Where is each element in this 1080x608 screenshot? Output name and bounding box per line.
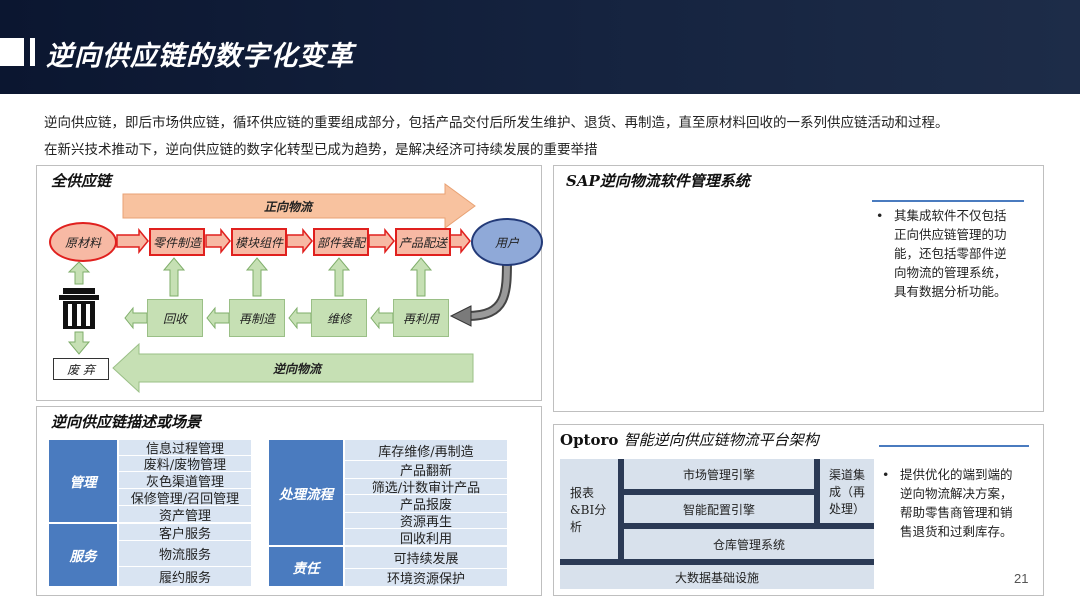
title-accent-line <box>30 38 35 66</box>
bullet-dot-icon: • <box>882 467 890 482</box>
reverse-logistics-arrow <box>112 342 474 394</box>
header-banner: 逆向供应链的数字化变革 <box>0 0 1080 94</box>
reverse-step-repair: 维修 <box>311 299 367 337</box>
arch-channel-integration: 渠道集 成（再 处理） <box>820 459 874 523</box>
category-management: 管理 <box>49 440 117 522</box>
category-responsibility: 责任 <box>269 547 343 586</box>
forward-logistics-arrow <box>122 183 476 229</box>
arrow-recycle-up <box>162 257 186 297</box>
reverse-logistics-label: 逆向物流 <box>272 361 321 376</box>
scenario-cell: 客户服务 <box>119 524 251 542</box>
arch-smart-engine: 智能配置引擎 <box>624 495 814 523</box>
page-title: 逆向供应链的数字化变革 <box>46 41 354 72</box>
forward-step-part-manufacturing: 零件制造 <box>149 228 205 256</box>
forward-step-assembly: 部件装配 <box>313 228 369 256</box>
scenario-cell: 筛选/计数审计产品 <box>345 479 507 496</box>
forward-step-delivery: 产品配送 <box>395 228 451 256</box>
arrow-reman-to-recycle <box>206 306 230 330</box>
title-accent-block <box>0 38 24 66</box>
intro-line-1: 逆向供应链，即后市场供应链，循环供应链的重要组成部分，包括产品交付后所发生维护、… <box>44 115 949 131</box>
scenarios-title: 逆向供应链描述或场景 <box>51 413 202 431</box>
sap-panel: SAP逆向物流软件管理系统 • 其集成软件不仅包括 正向供应链管理的功 能，还包… <box>553 165 1044 412</box>
forward-step-module: 模块组件 <box>231 228 287 256</box>
optoro-panel: Optoro 智能逆向供应链物流平台架构 报表 &BI分 析 市场管理引擎 渠道… <box>553 424 1044 596</box>
sap-title: SAP逆向物流软件管理系统 <box>566 172 750 190</box>
supply-chain-arrows <box>67 183 512 394</box>
discard-node: 废 弃 <box>53 358 109 380</box>
arrow-raw-to-part <box>116 227 149 255</box>
arrow-recycle-to-bin <box>124 306 148 330</box>
scenario-cell: 可持续发展 <box>345 547 507 568</box>
sap-bullet: • 其集成软件不仅包括 正向供应链管理的功 能，还包括零部件逆 向物流的管理系统… <box>876 208 1007 299</box>
arrow-bin-to-discard <box>67 331 91 355</box>
user-node: 用户 <box>471 218 543 266</box>
scenario-cell: 回收利用 <box>345 529 507 547</box>
scenario-cell: 灰色渠道管理 <box>119 472 251 490</box>
arrow-part-to-module <box>205 227 231 255</box>
scenarios-panel: 逆向供应链描述或场景 管理 信息过程管理 废料/废物管理 灰色渠道管理 保修管理… <box>36 406 542 596</box>
scenario-cell: 产品翻新 <box>345 461 507 479</box>
arch-warehouse: 仓库管理系统 <box>624 529 874 559</box>
supply-chain-title: 全供应链 <box>51 172 112 190</box>
arrow-repair-to-reman <box>288 306 312 330</box>
arrow-reuse-up <box>409 257 433 297</box>
arrow-bin-to-raw <box>67 261 91 285</box>
scenario-cell: 环境资源保护 <box>345 569 507 587</box>
optoro-divider <box>879 445 1029 447</box>
page-number: 21 <box>1014 571 1029 586</box>
arch-divider-horizontal <box>624 523 874 529</box>
reverse-step-remanufacture: 再制造 <box>229 299 285 337</box>
scenario-cell: 物流服务 <box>119 541 251 566</box>
scenario-cell: 库存维修/再制造 <box>345 440 507 460</box>
arch-bigdata: 大数据基础设施 <box>560 565 874 589</box>
bullet-dot-icon: • <box>876 208 884 223</box>
supply-chain-panel: 全供应链 正向物 <box>36 165 543 401</box>
intro-text: 逆向供应链，即后市场供应链，循环供应链的重要组成部分，包括产品交付后所发生维护、… <box>44 110 1054 164</box>
intro-line-2: 在新兴技术推动下，逆向供应链的数字化转型已成为趋势，是解决经济可持续发展的重要举… <box>44 142 598 158</box>
arch-divider-vertical <box>814 459 820 523</box>
arch-divider-horizontal <box>560 559 874 565</box>
arch-divider-horizontal <box>624 489 814 495</box>
forward-logistics-label: 正向物流 <box>263 199 312 214</box>
scenario-cell: 产品报废 <box>345 495 507 513</box>
reverse-step-recycle: 回收 <box>147 299 203 337</box>
arch-report-bi: 报表 &BI分 析 <box>560 459 618 559</box>
arrow-reuse-to-repair <box>370 306 394 330</box>
arrow-reman-up <box>245 257 269 297</box>
category-service: 服务 <box>49 524 117 586</box>
raw-material-node: 原材料 <box>49 222 117 262</box>
arrow-module-to-assembly <box>286 227 313 255</box>
arrow-delivery-to-user <box>449 227 471 255</box>
scenario-cell: 信息过程管理 <box>119 440 251 457</box>
reverse-step-reuse: 再利用 <box>393 299 449 337</box>
scenario-cell: 资源再生 <box>345 513 507 530</box>
sap-divider <box>872 200 1024 202</box>
arrow-assembly-to-delivery <box>368 227 395 255</box>
optoro-bullet: • 提供优化的端到端的 逆向物流解决方案， 帮助零售商管理和销 售退货和过剩库存… <box>882 467 1013 539</box>
category-process: 处理流程 <box>269 440 343 545</box>
arch-divider-vertical <box>618 459 624 559</box>
scenario-cell: 履约服务 <box>119 567 251 586</box>
trash-bin-icon <box>59 288 99 329</box>
arrow-repair-up <box>327 257 351 297</box>
scenario-cell: 资产管理 <box>119 506 251 524</box>
scenario-cell: 保修管理/召回管理 <box>119 489 251 507</box>
scenario-cell: 废料/废物管理 <box>119 456 251 473</box>
arch-market-engine: 市场管理引擎 <box>624 459 814 489</box>
optoro-title: Optoro 智能逆向供应链物流平台架构 <box>560 431 819 449</box>
